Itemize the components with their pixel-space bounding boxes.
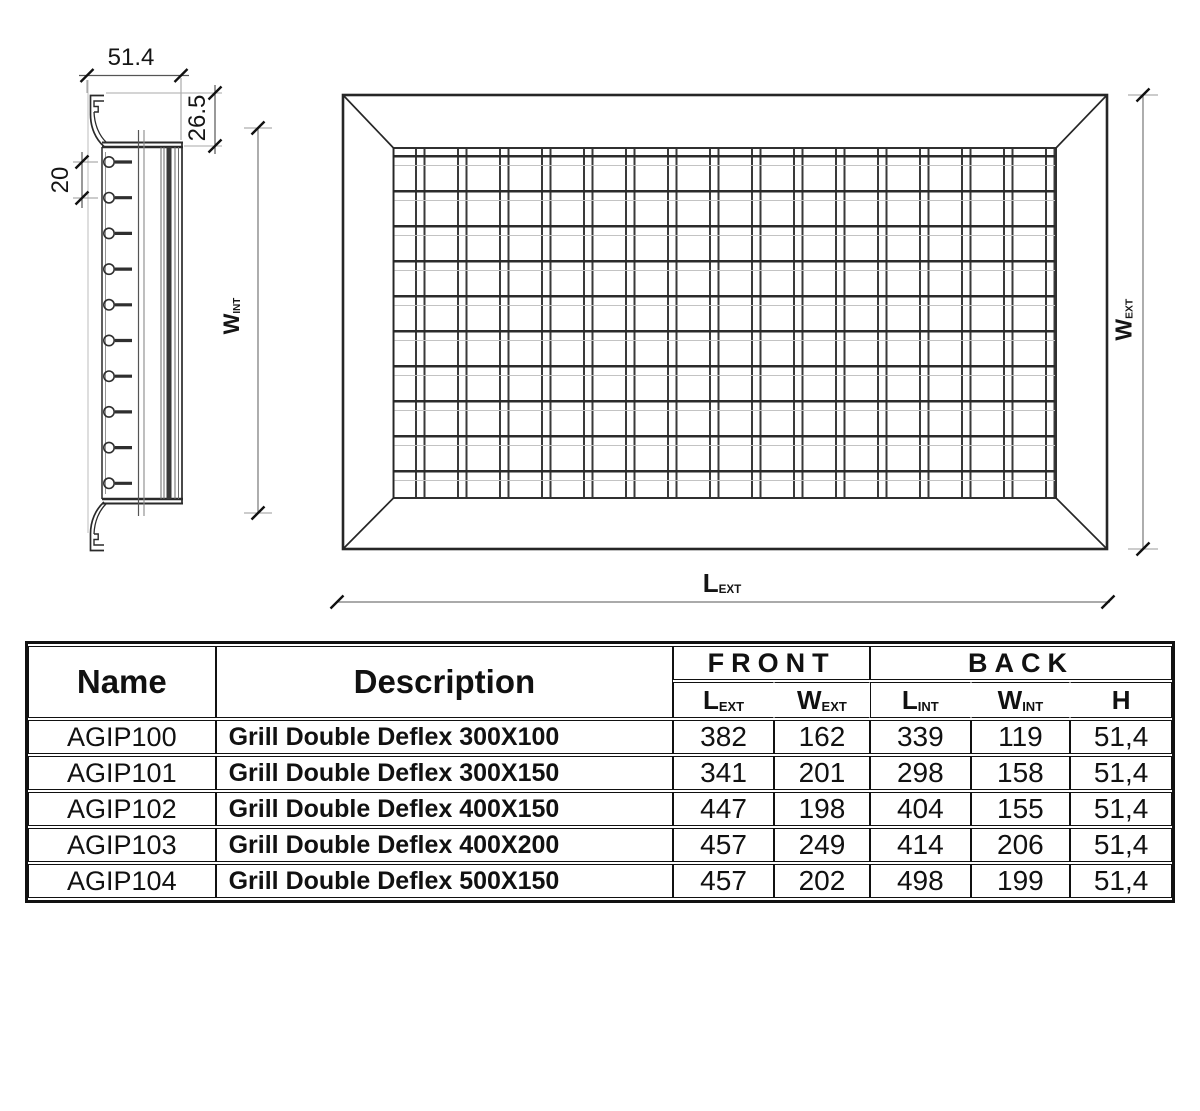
value-h: 51,4 (1070, 792, 1172, 826)
col-header-w-ext: WEXT (773, 682, 870, 718)
dim-inner-height-main: W (219, 313, 244, 335)
w-int-sub: INT (1022, 698, 1044, 714)
w-ext-main: W (797, 684, 822, 715)
value-w-int: 158 (970, 756, 1071, 790)
dim-outer-length-label: LEXT (682, 570, 762, 596)
w-int-main: W (997, 684, 1023, 715)
dim-outer-height-main: W (1110, 318, 1137, 341)
value-w-ext: 162 (773, 720, 870, 754)
value-l-ext: 341 (673, 756, 774, 790)
l-int-sub: INT (917, 698, 939, 714)
product-description: Grill Double Deflex 400X200 (215, 828, 674, 862)
side-profile-view (87, 80, 183, 552)
value-w-int: 155 (970, 792, 1071, 826)
w-ext-sub: EXT (821, 698, 847, 714)
value-l-ext: 382 (673, 720, 774, 754)
value-w-int: 199 (970, 864, 1071, 898)
l-int-main: L (901, 684, 918, 715)
value-h: 51,4 (1070, 720, 1172, 754)
dim-outer-length-sub: EXT (718, 583, 742, 596)
dim-outer-height-sub: EXT (1124, 298, 1136, 319)
table-row: AGIP104 Grill Double Deflex 500X150 457 … (28, 864, 1172, 898)
value-w-ext: 198 (773, 792, 870, 826)
value-l-int: 404 (869, 792, 971, 826)
product-name: AGIP100 (28, 720, 216, 754)
side-view-dimensions (73, 68, 272, 521)
col-header-name: Name (28, 646, 216, 718)
value-w-int: 206 (970, 828, 1071, 862)
technical-drawing: 51.4 26.5 20 WINT WEXT LEXT (47, 44, 1158, 610)
cad-linework-svg (73, 68, 1158, 610)
product-name: AGIP104 (28, 864, 216, 898)
value-l-ext: 457 (673, 828, 774, 862)
value-w-ext: 249 (773, 828, 870, 862)
product-name: AGIP101 (28, 756, 216, 790)
col-header-w-int: WINT (970, 682, 1071, 718)
col-header-l-ext: LEXT (673, 682, 774, 718)
col-group-back: BACK (869, 646, 1172, 680)
louver-pins (103, 156, 132, 490)
l-ext-main: L (702, 684, 719, 715)
h-main-label: H (1111, 684, 1131, 715)
table-row: AGIP102 Grill Double Deflex 400X150 447 … (28, 792, 1172, 826)
front-view-dimensions (329, 87, 1158, 610)
value-l-int: 339 (869, 720, 971, 754)
product-description: Grill Double Deflex 500X150 (215, 864, 674, 898)
col-header-h: H (1070, 682, 1172, 718)
dim-outer-length-main: L (702, 568, 719, 598)
dim-inner-height-label: WINT (219, 276, 244, 356)
product-description: Grill Double Deflex 300X150 (215, 756, 674, 790)
table-row: AGIP103 Grill Double Deflex 400X200 457 … (28, 828, 1172, 862)
value-l-int: 414 (869, 828, 971, 862)
dim-louver-pitch-label: 20 (47, 166, 74, 194)
value-l-ext: 457 (673, 864, 774, 898)
header-row-groups: Name Description FRONT BACK (28, 646, 1172, 718)
col-header-l-int: LINT (869, 682, 971, 718)
dim-top-width-label: 51.4 (107, 44, 155, 71)
dim-outer-height-label: WEXT (1110, 280, 1137, 360)
front-view (341, 93, 1109, 551)
grille-louver-grid (394, 149, 1055, 497)
value-l-ext: 447 (673, 792, 774, 826)
value-l-int: 298 (869, 756, 971, 790)
header-row-subcolumns: LEXT WEXT LINT WINT H (28, 682, 1172, 718)
value-h: 51,4 (1070, 828, 1172, 862)
dim-inner-height-sub: INT (232, 297, 243, 314)
product-description: Grill Double Deflex 400X150 (215, 792, 674, 826)
value-h: 51,4 (1070, 756, 1172, 790)
l-ext-sub: EXT (718, 698, 745, 714)
table-row: AGIP101 Grill Double Deflex 300X150 341 … (28, 756, 1172, 790)
product-name: AGIP102 (28, 792, 216, 826)
value-w-ext: 202 (773, 864, 870, 898)
value-w-ext: 201 (773, 756, 870, 790)
value-h: 51,4 (1070, 864, 1172, 898)
col-group-front: FRONT (673, 646, 870, 680)
col-header-description: Description (215, 646, 674, 718)
product-name: AGIP103 (28, 828, 216, 862)
table-row: AGIP100 Grill Double Deflex 300X100 382 … (28, 720, 1172, 754)
value-l-int: 498 (869, 864, 971, 898)
value-w-int: 119 (970, 720, 1071, 754)
spec-table: Name Description FRONT BACK LEXT WEXT LI… (25, 641, 1175, 903)
dim-flange-height-label: 26.5 (184, 94, 211, 142)
product-description: Grill Double Deflex 300X100 (215, 720, 674, 754)
